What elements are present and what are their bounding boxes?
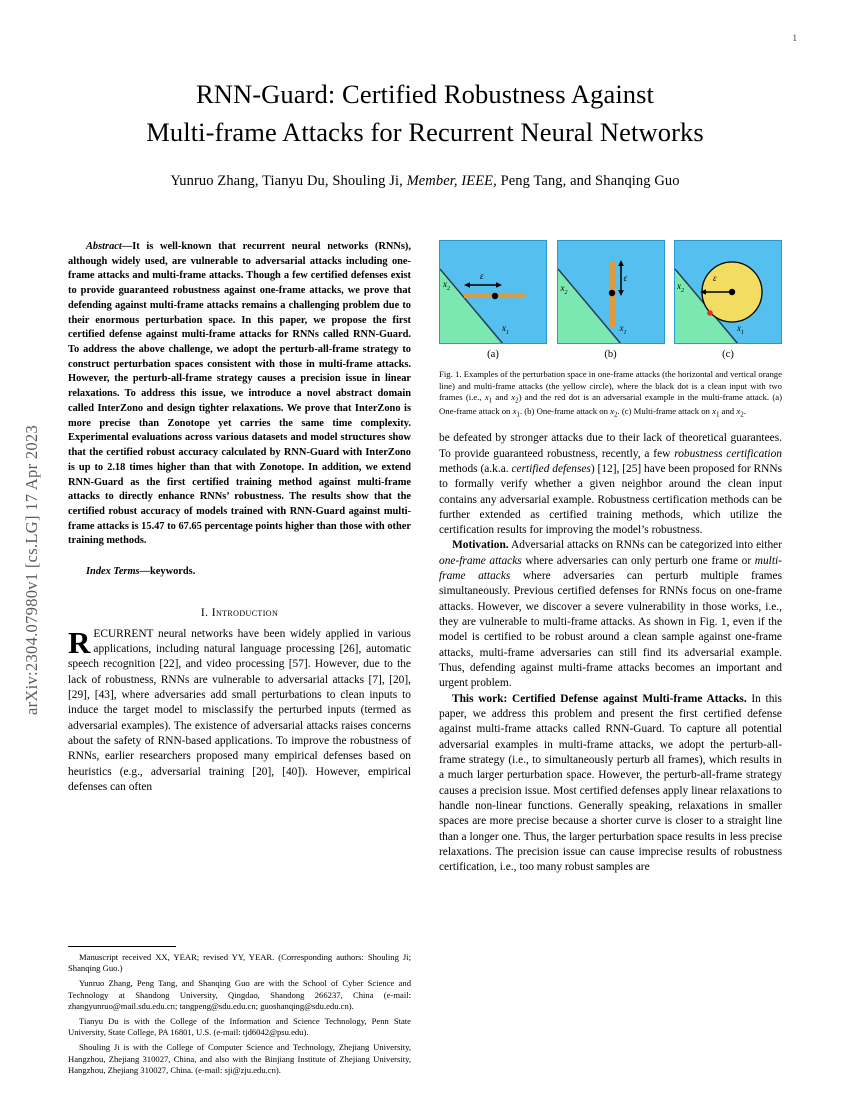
footnote-block: Manuscript received XX, YEAR; revised YY… — [68, 945, 411, 1080]
panel-a-label: (a) — [487, 349, 499, 360]
panel-a-canvas: x2 x1 ε — [439, 240, 547, 344]
right-p1-b: methods (a.k.a. — [439, 462, 512, 475]
figure-panel-row: x2 x1 ε (a) — [439, 240, 782, 360]
footnote-rule — [68, 945, 176, 947]
motivation-heading: Motivation. — [452, 539, 509, 552]
figure-caption-mid4: . (c) Multi-frame attack on — [617, 406, 713, 417]
right-p2-b: where adversaries can only perturb one f… — [521, 554, 755, 567]
caption-var-x1b: x — [512, 406, 517, 417]
right-p2-a: Adversarial attacks on RNNs can be categ… — [508, 539, 782, 552]
figure-caption-mid5: and — [719, 406, 737, 417]
panel-a-axis-y-label: x2 — [443, 279, 450, 292]
author-list: Yunruo Zhang, Tianyu Du, Shouling Ji, Me… — [68, 173, 782, 190]
abstract-text: —It is well-known that recurrent neural … — [68, 241, 411, 547]
panel-c-graphic — [675, 261, 763, 343]
figure-panel-c: x2 x1 ε (c) — [674, 240, 782, 360]
panel-a-graphic — [440, 268, 526, 343]
caption-var-x2a: x — [511, 392, 516, 403]
title-line-2: Multi-frame Attacks for Recurrent Neural… — [146, 116, 704, 147]
figure-1: x2 x1 ε (a) — [439, 240, 782, 420]
right-p2-italic-1: one-frame attacks — [439, 554, 522, 567]
caption-var-x2c-sub: 2 — [740, 410, 744, 419]
caption-var-x1b-sub: 1 — [516, 410, 520, 419]
figure-caption: Fig. 1. Examples of the perturbation spa… — [439, 369, 782, 420]
footnote-item: Manuscript received XX, YEAR; revised YY… — [68, 951, 411, 974]
panel-b-graphic — [557, 260, 624, 343]
ieee-membership: Member, IEEE, — [406, 173, 497, 190]
caption-var-x1a: x — [484, 392, 489, 403]
caption-var-x2b: x — [610, 406, 615, 417]
right-p1-italic-1: robustness certification — [674, 447, 782, 460]
section-heading-introduction: I. Introduction — [200, 605, 279, 619]
abstract-paragraph: Abstract—It is well-known that recurrent… — [68, 240, 411, 549]
panel-b-label: (b) — [604, 349, 617, 360]
right-paragraph-3: This work: Certified Defense against Mul… — [439, 692, 782, 876]
panel-b-axis-y-label: x2 — [560, 283, 568, 296]
panel-b-axis-x-label: x1 — [619, 323, 627, 336]
caption-var-x2a-sub: 2 — [515, 396, 519, 405]
panel-c-label: (c) — [722, 349, 734, 360]
panel-c-axis-x-label: x1 — [737, 323, 744, 336]
figure-panel-a: x2 x1 ε (a) — [439, 240, 547, 360]
right-paragraph-1: be defeated by stronger attacks due to t… — [439, 431, 782, 538]
panel-c-axis-y-label: x2 — [677, 281, 684, 294]
panel-a-axis-x-label: x1 — [502, 323, 509, 336]
left-column: Abstract—It is well-known that recurrent… — [68, 240, 411, 1080]
figure-caption-mid1: and — [492, 392, 512, 403]
figure-panel-b: x2 x1 ε (b) — [556, 240, 665, 360]
right-p2-italic-2: multi-frame attacks — [439, 554, 782, 583]
index-terms: Index Terms—keywords. — [68, 565, 411, 580]
right-paragraph-2: Motivation. Adversarial attacks on RNNs … — [439, 538, 782, 691]
footnote-item: Shouling Ji is with the College of Compu… — [68, 1042, 411, 1076]
right-column: x2 x1 ε (a) — [439, 240, 782, 1080]
figure-caption-mid2: ) and the red dot is an adversarial exam… — [439, 392, 782, 417]
authors-pre: Yunruo Zhang, Tianyu Du, Shouling Ji, — [170, 173, 407, 190]
title-line-1: RNN-Guard: Certified Robustness Against — [195, 79, 655, 109]
panel-b-epsilon-label: ε — [623, 273, 628, 283]
panel-c-canvas: x2 x1 ε — [674, 240, 782, 344]
caption-var-x1a-sub: 1 — [488, 396, 493, 405]
panel-c-epsilon-label: ε — [713, 273, 717, 283]
figure-caption-p1: Examples of the perturbation space in on… — [439, 369, 782, 403]
right-p1-italic-2: certified defenses — [511, 462, 591, 475]
figure-number: Fig. 1. — [439, 369, 462, 379]
right-p1-a: be defeated by stronger attacks due to t… — [439, 432, 782, 460]
right-p1-c: ) [12], [25] have been proposed for RNNs… — [439, 462, 783, 537]
footnote-item: Tianyu Du is with the College of the Inf… — [68, 1015, 411, 1038]
arxiv-identifier-stamp: arXiv:2304.07980v1 [cs.LG] 17 Apr 2023 — [22, 424, 41, 716]
caption-var-x1c-sub: 1 — [715, 410, 720, 419]
footnote-item: Yunruo Zhang, Peng Tang, and Shanqing Gu… — [68, 978, 411, 1011]
this-work-heading: This work: Certified Defense against Mul… — [452, 692, 747, 705]
index-terms-text: —keywords. — [139, 566, 196, 578]
right-p3-text: In this paper, we address this problem a… — [439, 692, 782, 874]
title-block: RNN-Guard: Certified Robustness Against … — [68, 76, 782, 190]
page-title: RNN-Guard: Certified Robustness Against … — [68, 76, 782, 151]
right-p2-c: where adversaries can perturb multiple f… — [439, 570, 783, 690]
authors-post: Peng Tang, and Shanqing Guo — [496, 173, 680, 190]
caption-var-x1c: x — [712, 406, 716, 417]
figure-caption-end: . — [743, 406, 746, 417]
two-column-body: Abstract—It is well-known that recurrent… — [68, 240, 782, 1080]
caption-var-x2c: x — [736, 406, 741, 417]
figure-caption-mid3: . (b) One-frame attack on — [519, 406, 611, 417]
panel-b-canvas: x2 x1 ε — [556, 240, 665, 344]
index-terms-label: Index Terms — [86, 566, 140, 578]
page-number: 1 — [792, 33, 798, 43]
panel-a-epsilon-label: ε — [480, 271, 484, 281]
introduction-text: ECURRENT neural networks have been widel… — [68, 627, 411, 793]
drop-cap-letter: R — [68, 624, 91, 660]
abstract-label: Abstract — [86, 241, 122, 252]
caption-var-x2b-sub: 2 — [614, 410, 618, 419]
